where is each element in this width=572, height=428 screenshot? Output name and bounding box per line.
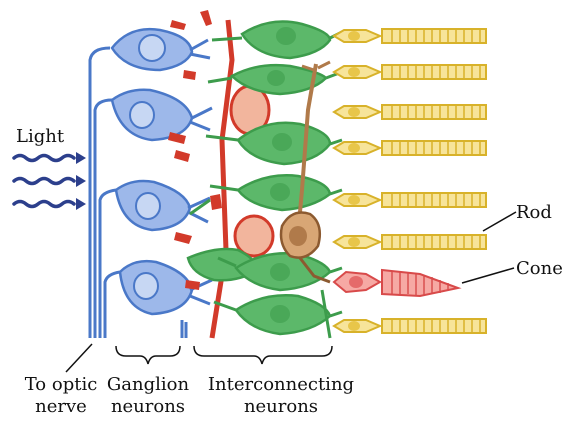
green-interconnecting-neurons — [186, 20, 332, 336]
optic-nerve-label-line1: To optic — [24, 374, 98, 395]
light-arrow — [12, 199, 76, 209]
light-arrow — [12, 153, 76, 163]
interconnecting-label: Interconnecting neurons — [196, 374, 366, 418]
optic-nerve-label-line2: nerve — [35, 396, 87, 417]
interconnecting-brace — [193, 345, 333, 365]
cone-label: Cone — [516, 258, 563, 279]
light-arrow — [12, 176, 76, 186]
ganglion-label-line1: Ganglion — [106, 374, 190, 395]
ganglion-neuron — [110, 27, 194, 72]
rod-pointer — [482, 211, 517, 232]
light-arrows — [12, 153, 76, 209]
rod-cell — [332, 234, 487, 250]
red-interconnecting-neurons — [168, 10, 275, 339]
rod-cell — [332, 140, 487, 156]
interconnecting-label-line2: neurons — [243, 396, 319, 417]
ganglion-label: Ganglion neurons — [100, 374, 196, 418]
optic-nerve-label: To optic nerve — [10, 374, 112, 418]
ganglion-neuron — [118, 259, 194, 316]
rod-cell — [332, 192, 487, 208]
pointer-lines — [65, 211, 517, 373]
ganglion-label-line2: neurons — [110, 396, 186, 417]
brown-interconnecting-neuron — [279, 60, 331, 284]
optic-nerve-pointer — [65, 343, 93, 373]
rod-label: Rod — [516, 202, 552, 223]
rod-cell — [332, 64, 487, 80]
cone-pointer — [461, 267, 515, 284]
rod-cell — [332, 318, 487, 334]
interconnecting-label-line1: Interconnecting — [207, 374, 355, 395]
optic-nerve-axons — [88, 46, 121, 338]
braces — [115, 345, 333, 365]
ganglion-neuron — [110, 88, 194, 142]
rod-cell — [332, 28, 487, 44]
rods — [332, 28, 487, 334]
rod-cell — [332, 104, 487, 120]
ganglion-neuron — [114, 179, 192, 232]
cone-cell — [332, 268, 462, 298]
ganglion-brace — [115, 345, 181, 365]
ganglion-neurons — [110, 27, 213, 338]
red-interconnecting-neuron — [233, 214, 275, 258]
light-label: Light — [16, 126, 65, 147]
